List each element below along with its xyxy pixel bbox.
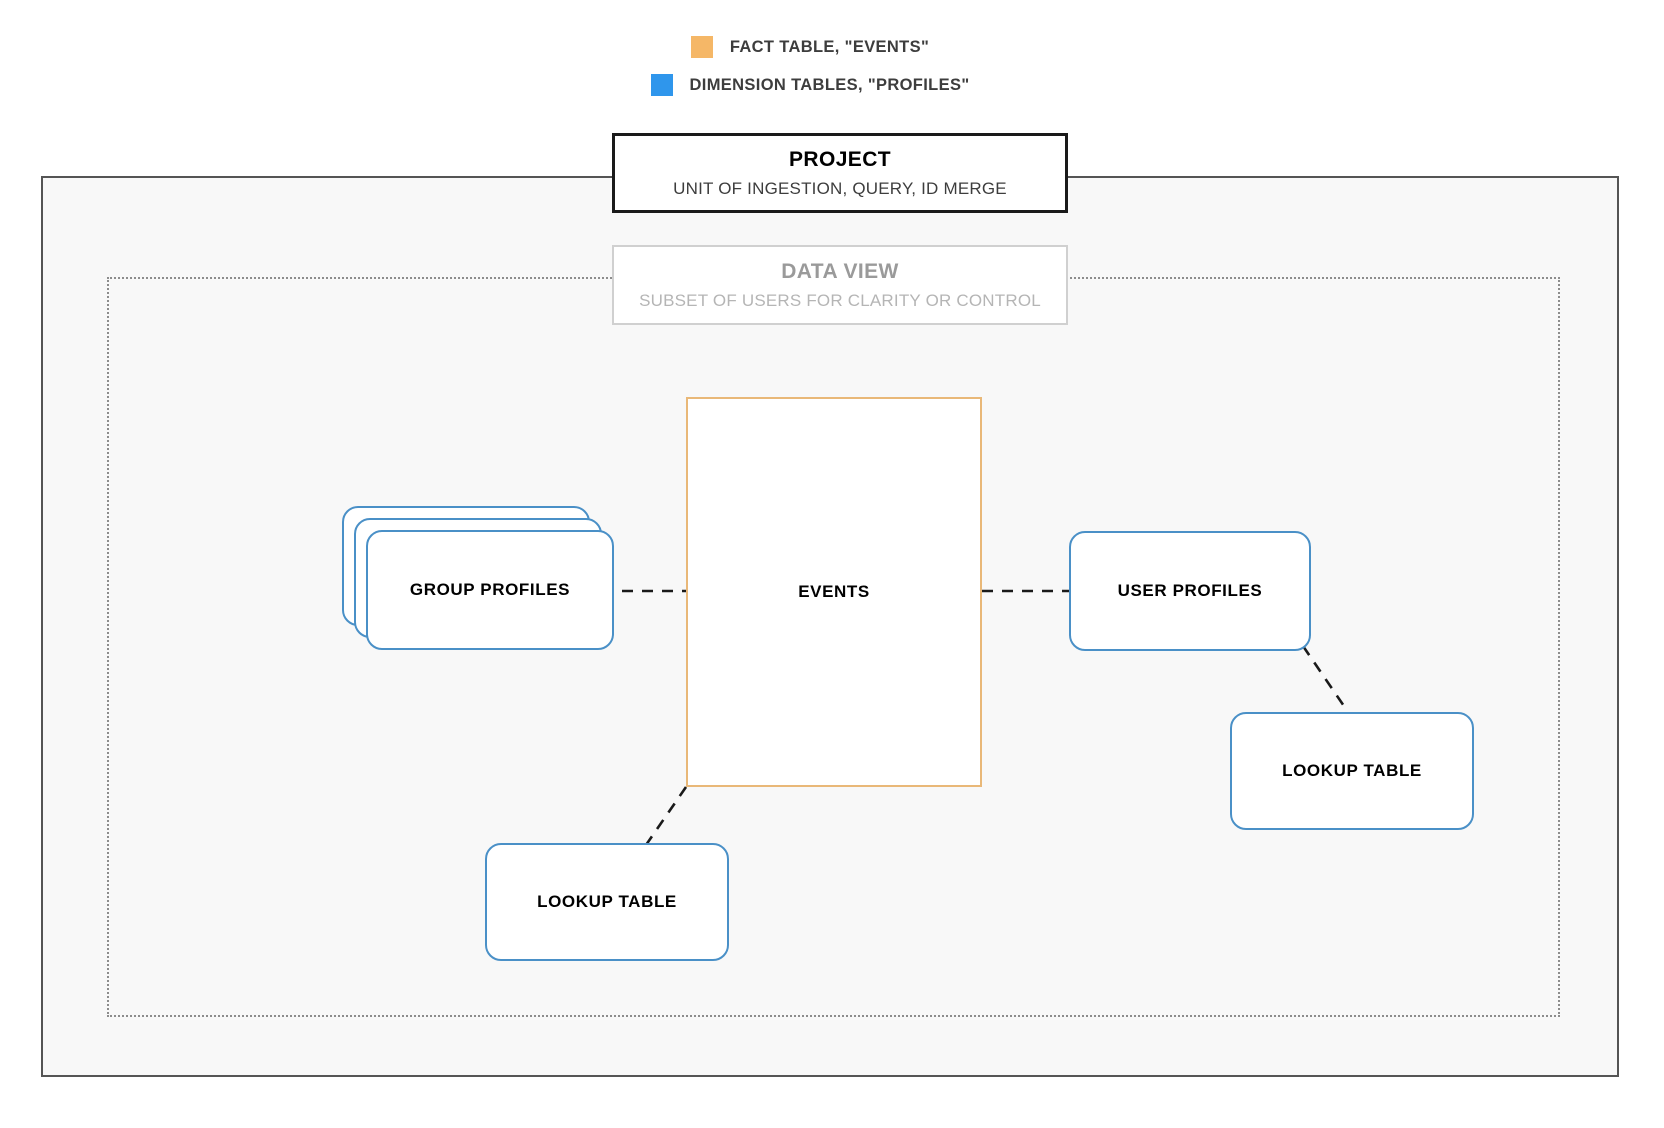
project-title: PROJECT [789,148,891,172]
legend-label-dimension-tables: DIMENSION TABLES, "PROFILES" [689,75,970,94]
node-user-profiles-label: USER PROFILES [1117,581,1263,600]
data-view-title: DATA VIEW [781,260,899,284]
node-lookup-table-right[interactable]: LOOKUP TABLE [1230,712,1474,830]
node-events-label: EVENTS [798,582,870,601]
project-subtitle: UNIT OF INGESTION, QUERY, ID MERGE [673,178,1007,198]
legend-label-fact-table: FACT TABLE, "EVENTS" [729,37,930,56]
data-view-header-box: DATA VIEW SUBSET OF USERS FOR CLARITY OR… [612,245,1068,325]
node-group-profiles[interactable]: GROUP PROFILES [342,506,614,650]
fact-table-swatch [690,36,713,58]
legend: FACT TABLE, "EVENTS" DIMENSION TABLES, "… [0,28,1664,104]
group-profiles-card-front[interactable]: GROUP PROFILES [366,530,614,650]
legend-item-fact-table: FACT TABLE, "EVENTS" [0,28,1664,66]
node-lookup-table-left-label: LOOKUP TABLE [537,892,677,911]
legend-item-dimension-tables: DIMENSION TABLES, "PROFILES" [0,66,1664,104]
node-lookup-table-right-label: LOOKUP TABLE [1282,761,1422,780]
node-lookup-table-left[interactable]: LOOKUP TABLE [485,843,729,961]
data-view-subtitle: SUBSET OF USERS FOR CLARITY OR CONTROL [639,290,1041,310]
node-group-profiles-label: GROUP PROFILES [409,580,571,599]
project-header-box: PROJECT UNIT OF INGESTION, QUERY, ID MER… [612,133,1068,213]
dimension-tables-swatch [650,74,673,96]
node-events[interactable]: EVENTS [686,397,982,787]
node-user-profiles[interactable]: USER PROFILES [1069,531,1311,651]
